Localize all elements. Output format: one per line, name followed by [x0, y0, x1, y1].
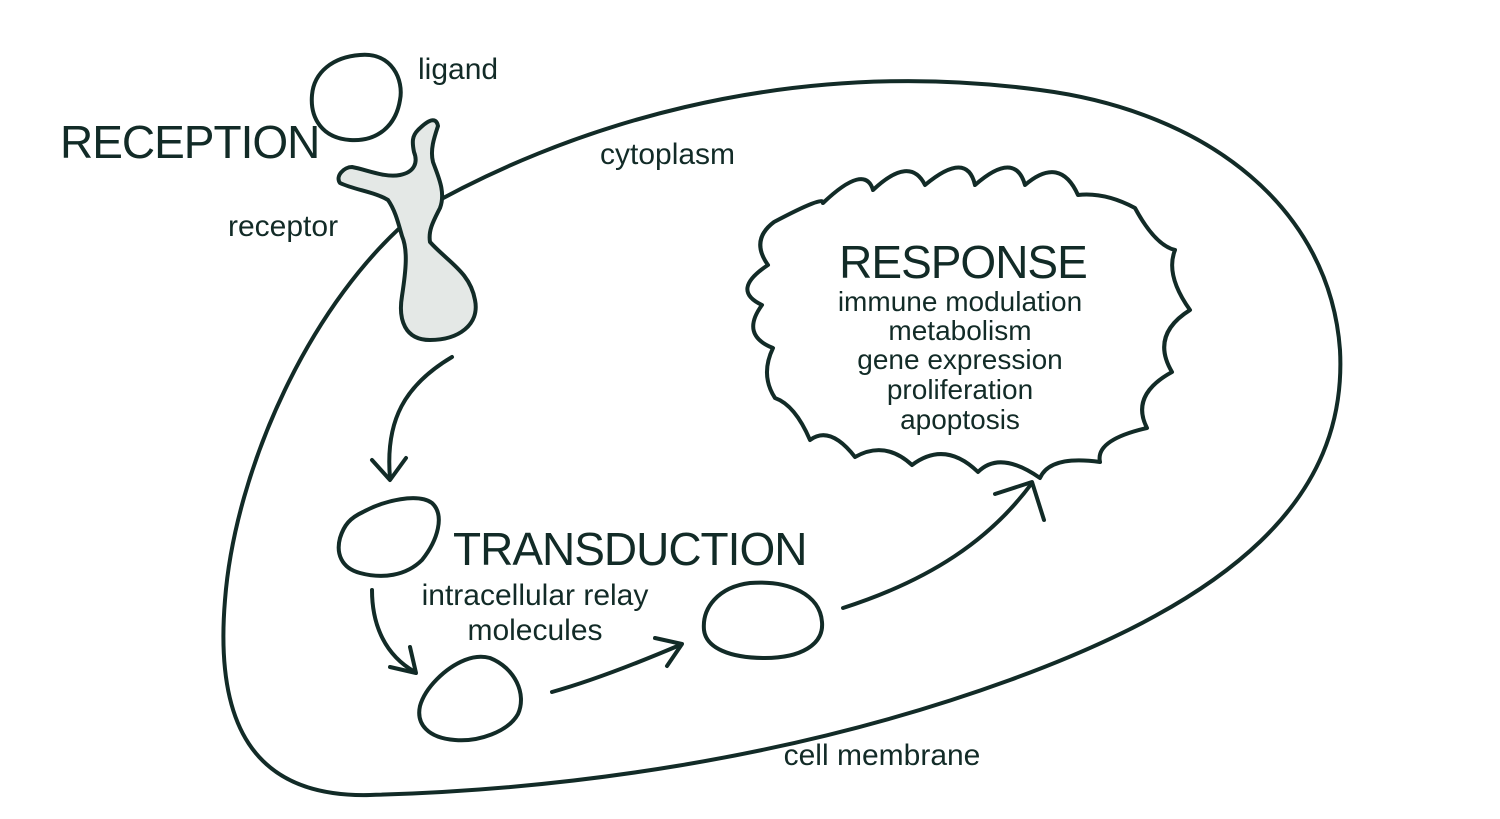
- receptor-shape: [336, 118, 478, 342]
- reception-label: RECEPTION: [60, 116, 319, 168]
- relay-molecule-2: [417, 654, 523, 743]
- response-burst: [745, 165, 1192, 480]
- arrow-head-relay2-to-relay3: [653, 636, 684, 668]
- cell-membrane-label: cell membrane: [784, 739, 981, 772]
- arrow-relay3-to-response: [841, 481, 1034, 610]
- arrow-head-reception-to-transduction: [370, 456, 408, 482]
- receptor-label: receptor: [228, 210, 338, 243]
- arrow-relay1-to-relay2: [370, 588, 417, 674]
- ligand-circle: [309, 52, 403, 143]
- cytoplasm-label: cytoplasm: [600, 138, 735, 171]
- response-item-gene-expression: gene expression: [857, 344, 1062, 375]
- relay-label-line1: intracellular relay: [422, 579, 649, 612]
- arrow-head-relay3-to-response: [993, 480, 1046, 522]
- response-item-metabolism: metabolism: [888, 315, 1031, 346]
- response-item-immune-modulation: immune modulation: [838, 286, 1082, 317]
- relay-molecule-3: [701, 580, 825, 660]
- relay-label-line2: molecules: [467, 614, 602, 647]
- arrow-head-relay1-to-relay2: [388, 645, 418, 675]
- arrow-relay2-to-relay3: [550, 643, 682, 694]
- transduction-title: TRANSDUCTION: [453, 523, 806, 575]
- response-item-proliferation: proliferation: [887, 374, 1033, 405]
- arrow-reception-to-transduction: [387, 355, 454, 480]
- ligand-label: ligand: [418, 53, 498, 86]
- response-title: RESPONSE: [839, 236, 1087, 288]
- relay-molecule-1: [336, 496, 441, 578]
- response-item-apoptosis: apoptosis: [900, 404, 1020, 435]
- cell-membrane-outline: [221, 79, 1343, 798]
